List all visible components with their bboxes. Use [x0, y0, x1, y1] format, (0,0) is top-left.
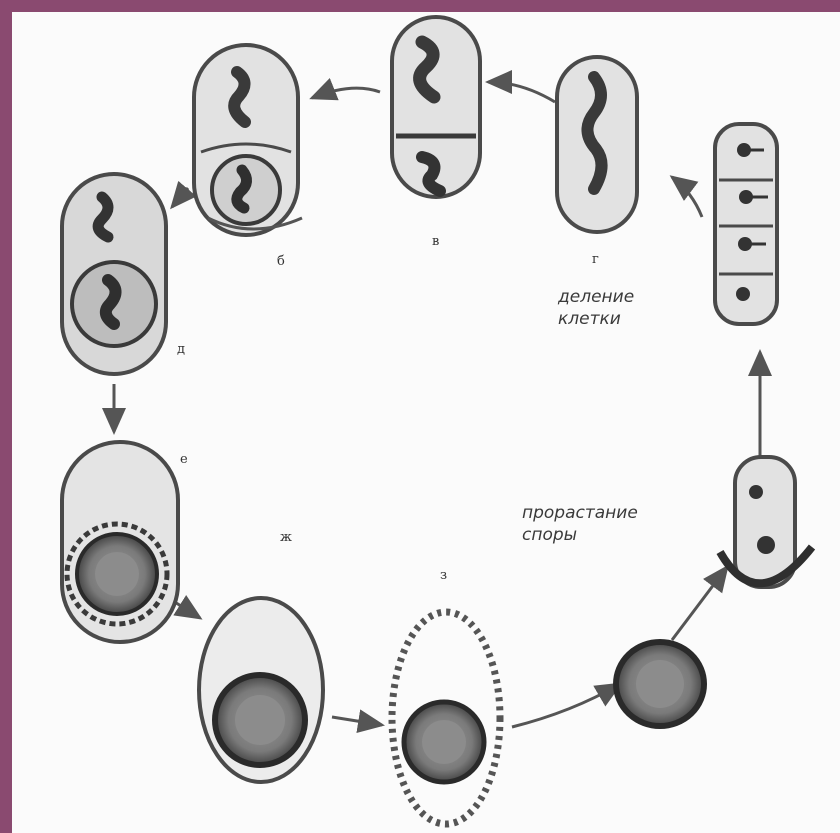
cell-e	[62, 442, 178, 642]
arrow-g-to-v	[488, 82, 555, 102]
free-spore	[616, 642, 704, 726]
cell-b	[194, 45, 302, 235]
bacterial-sporulation-cycle-diagram	[12, 12, 840, 833]
arrow-division-to-g	[672, 177, 702, 217]
cell-d	[62, 174, 166, 374]
arrow-zh-to-z	[332, 717, 382, 725]
arrow-z-to-spore	[512, 684, 620, 727]
caption-cell-division-line1: деление	[558, 286, 634, 308]
arrow-v-to-b	[312, 88, 380, 98]
cell-germinating	[720, 457, 812, 587]
cell-g	[557, 57, 637, 232]
cell-z	[392, 612, 500, 824]
cell-dividing-chain	[715, 124, 777, 324]
caption-cell-division-line2: клетки	[558, 308, 634, 330]
stage-mark-b: б	[277, 254, 285, 269]
diagram-frame: б в г д е ж з деление клетки прорастание…	[12, 12, 840, 833]
stage-mark-g: г	[592, 252, 599, 267]
stage-mark-e: е	[180, 452, 188, 467]
caption-spore-germination: прорастание споры	[522, 502, 638, 546]
stage-mark-v: в	[432, 234, 439, 249]
arrow-b-to-d	[172, 188, 188, 207]
arrow-spore-to-germination	[672, 567, 727, 640]
stage-mark-zh: ж	[280, 530, 292, 545]
cell-v	[392, 17, 480, 197]
caption-cell-division: деление клетки	[558, 286, 634, 330]
cell-zh	[199, 598, 323, 782]
caption-spore-germination-line1: прорастание	[522, 502, 638, 524]
caption-spore-germination-line2: споры	[522, 524, 638, 546]
stage-mark-z: з	[440, 568, 447, 583]
stage-mark-d: д	[177, 342, 185, 357]
